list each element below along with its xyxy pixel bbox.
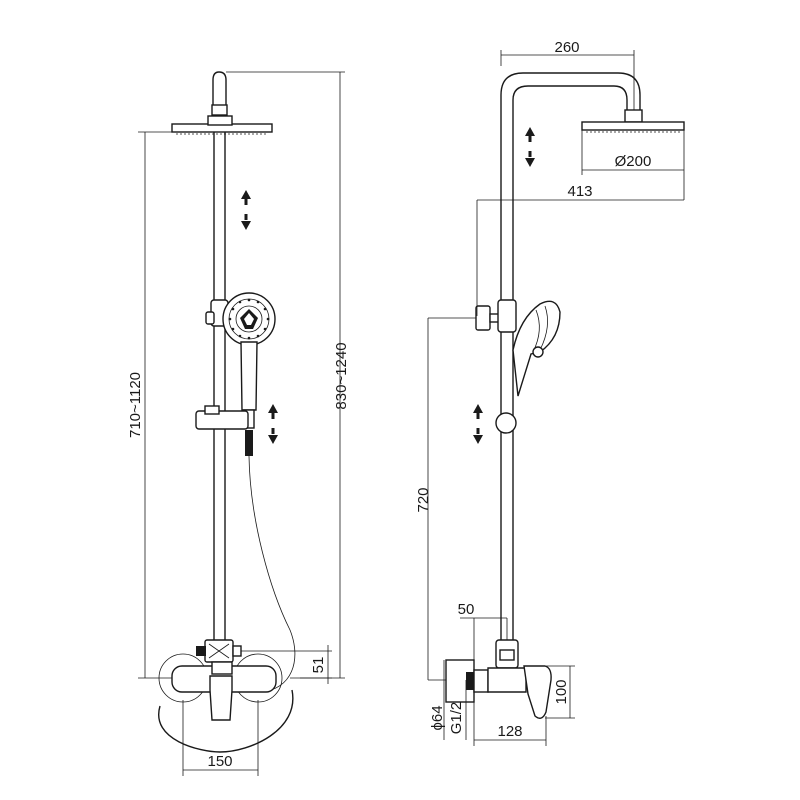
- dimension-label-inlet-spacing: 150: [207, 753, 232, 770]
- side-diverter: [495, 639, 519, 669]
- dimension-label-flange-diameter: ϕ64: [429, 705, 446, 730]
- front-hand-shower-handle: [240, 341, 258, 429]
- front-dim-710-1120: 710~1120: [127, 131, 172, 679]
- side-dim-100: 100: [545, 665, 575, 719]
- side-dim-260: 260: [500, 39, 635, 110]
- side-mixer-body: [487, 665, 552, 719]
- front-height-adjust-arrows-upper: [241, 190, 251, 230]
- side-height-adjust-arrows-upper: [525, 127, 535, 167]
- side-dim-o200: Ø200: [581, 130, 685, 200]
- dimension-label-height-range-1: 710~1120: [127, 372, 144, 438]
- front-dim-51: 51: [241, 645, 332, 684]
- front-hand-shower-holder: [195, 405, 249, 430]
- front-view: 710~1120 830~1240 51 150: [127, 71, 350, 776]
- dimension-label-height-range-2: 830~1240: [333, 342, 350, 409]
- side-view: 260 Ø200 413 720 50: [415, 39, 685, 746]
- dimension-label-mixer-depth: 128: [497, 723, 522, 740]
- side-hand-shower: [512, 300, 561, 397]
- side-overhead-shower-head: [581, 109, 685, 133]
- front-mixer-lever: [209, 675, 233, 721]
- side-dim-flange-thread: ϕ64 G1/2: [429, 660, 467, 740]
- front-hand-shower-head: [222, 292, 276, 346]
- front-dim-830-1240: 830~1240: [226, 71, 350, 679]
- side-dim-720: 720: [415, 317, 476, 681]
- dimension-label-mixer-height: 100: [553, 679, 570, 704]
- dimension-label-projection: 413: [567, 183, 592, 200]
- front-riser-rail: [213, 132, 226, 640]
- side-dim-413: 413: [476, 183, 684, 316]
- side-hand-shower-holder: [495, 412, 517, 434]
- dimension-label-arm-length: 260: [554, 39, 579, 56]
- side-dim-50: 50: [458, 601, 508, 660]
- side-slider-clamp: [475, 299, 517, 333]
- dimension-label-head-diameter: Ø200: [615, 153, 652, 170]
- front-hand-shower-nozzles: [228, 298, 270, 340]
- side-dim-128: 128: [473, 702, 547, 746]
- dimension-label-holder-height: 720: [415, 487, 432, 512]
- side-height-adjust-arrows-lower: [473, 404, 483, 444]
- front-overhead-shower-head: [171, 115, 273, 135]
- side-riser-and-arm: [500, 72, 641, 640]
- front-height-adjust-arrows-lower: [268, 404, 278, 444]
- front-diverter: [196, 639, 242, 663]
- side-wall-connector: [445, 659, 489, 703]
- front-dim-150: 150: [182, 700, 259, 776]
- front-top-bend: [211, 71, 228, 116]
- front-shower-hose: [245, 430, 296, 693]
- dimension-label-thread: G1/2: [448, 702, 465, 735]
- dimension-label-inlet-offset: 51: [310, 657, 327, 674]
- dimension-label-pipe-offset: 50: [458, 601, 475, 618]
